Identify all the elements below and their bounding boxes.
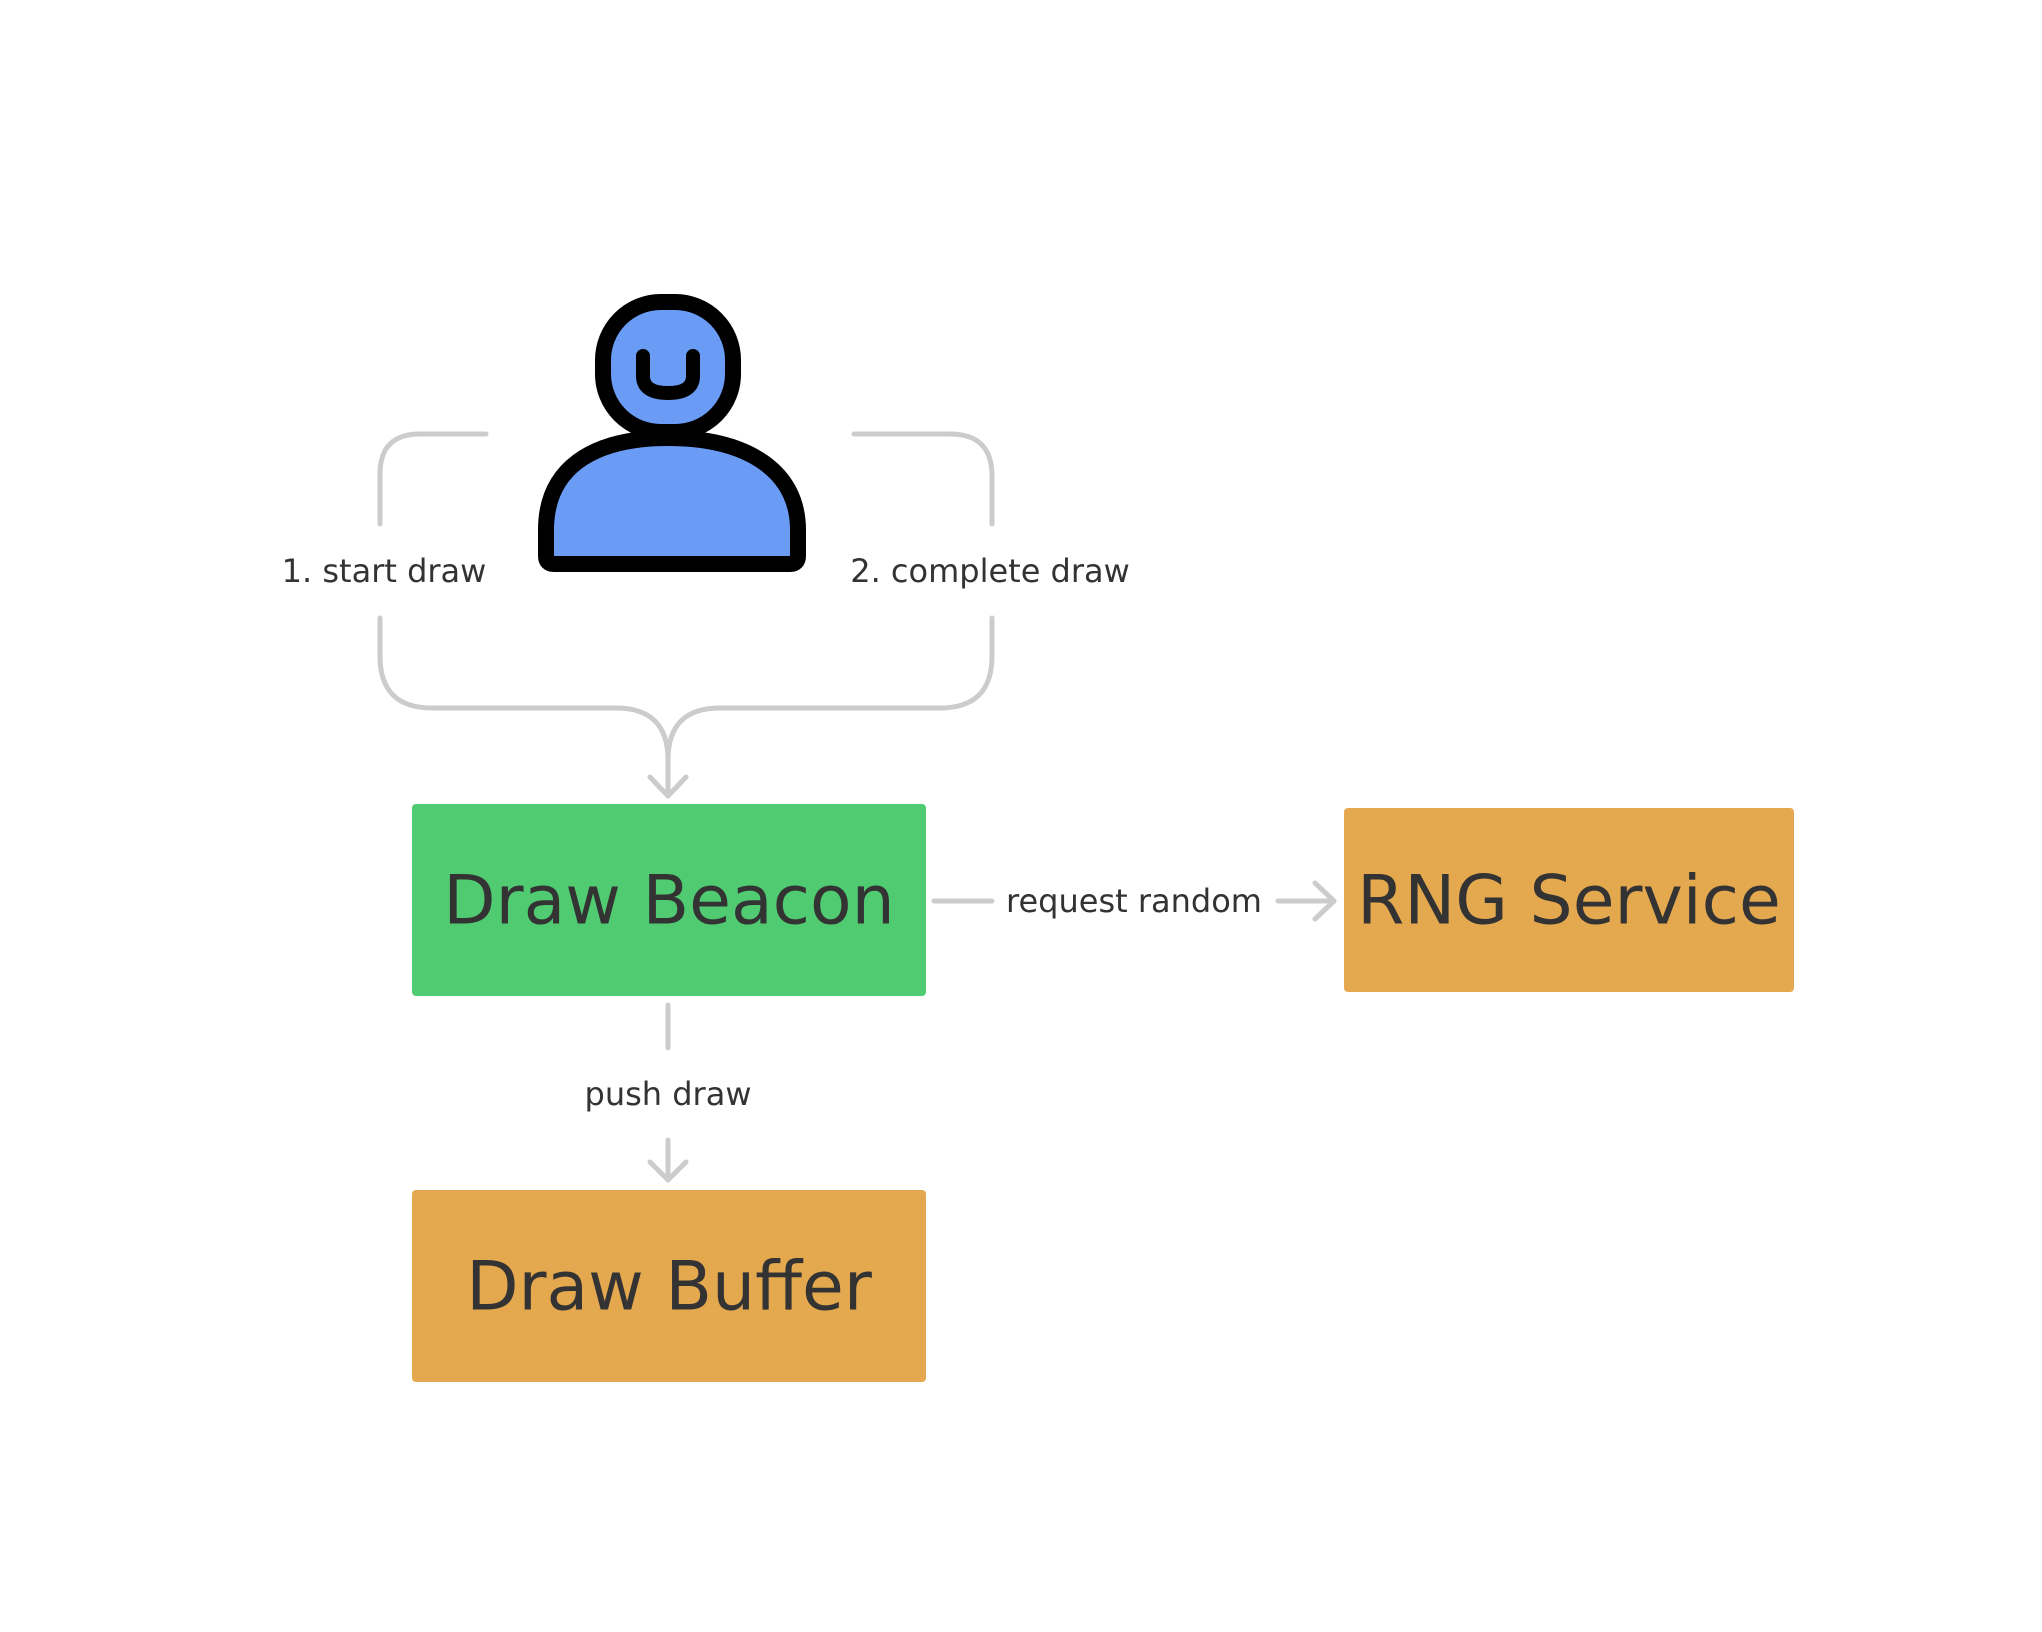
user-icon	[538, 294, 806, 572]
edge-label-start-draw: 1. start draw	[282, 552, 487, 590]
user-icon-smile	[636, 349, 700, 401]
connectors	[377, 431, 1337, 1183]
rng-service-box	[1344, 808, 1794, 992]
arrowhead-into-draw-buffer	[647, 1159, 689, 1183]
edge-label-push-draw: push draw	[585, 1075, 752, 1113]
draw-buffer-label: Draw Buffer	[466, 1248, 872, 1327]
start-draw-connector-lower	[377, 615, 671, 799]
draw-buffer-box	[412, 1190, 926, 1382]
edge-label-request-random: request random	[1006, 882, 1262, 920]
draw-beacon-box	[412, 804, 926, 996]
start-draw-connector-upper	[377, 431, 489, 527]
edge-label-complete-draw: 2. complete draw	[850, 552, 1130, 590]
arrowhead-into-rng-service	[1312, 880, 1337, 922]
node-rng-service: RNG Service	[1344, 808, 1794, 992]
arrowhead-into-draw-beacon	[647, 774, 689, 799]
user-icon-head	[595, 294, 741, 440]
complete-draw-connector-lower	[665, 615, 995, 799]
node-draw-buffer: Draw Buffer	[412, 1190, 926, 1382]
complete-draw-connector-upper	[851, 431, 995, 527]
draw-beacon-label: Draw Beacon	[443, 862, 894, 941]
rng-service-label: RNG Service	[1357, 862, 1781, 941]
node-draw-beacon: Draw Beacon	[412, 804, 926, 996]
user-icon-body	[538, 430, 806, 572]
